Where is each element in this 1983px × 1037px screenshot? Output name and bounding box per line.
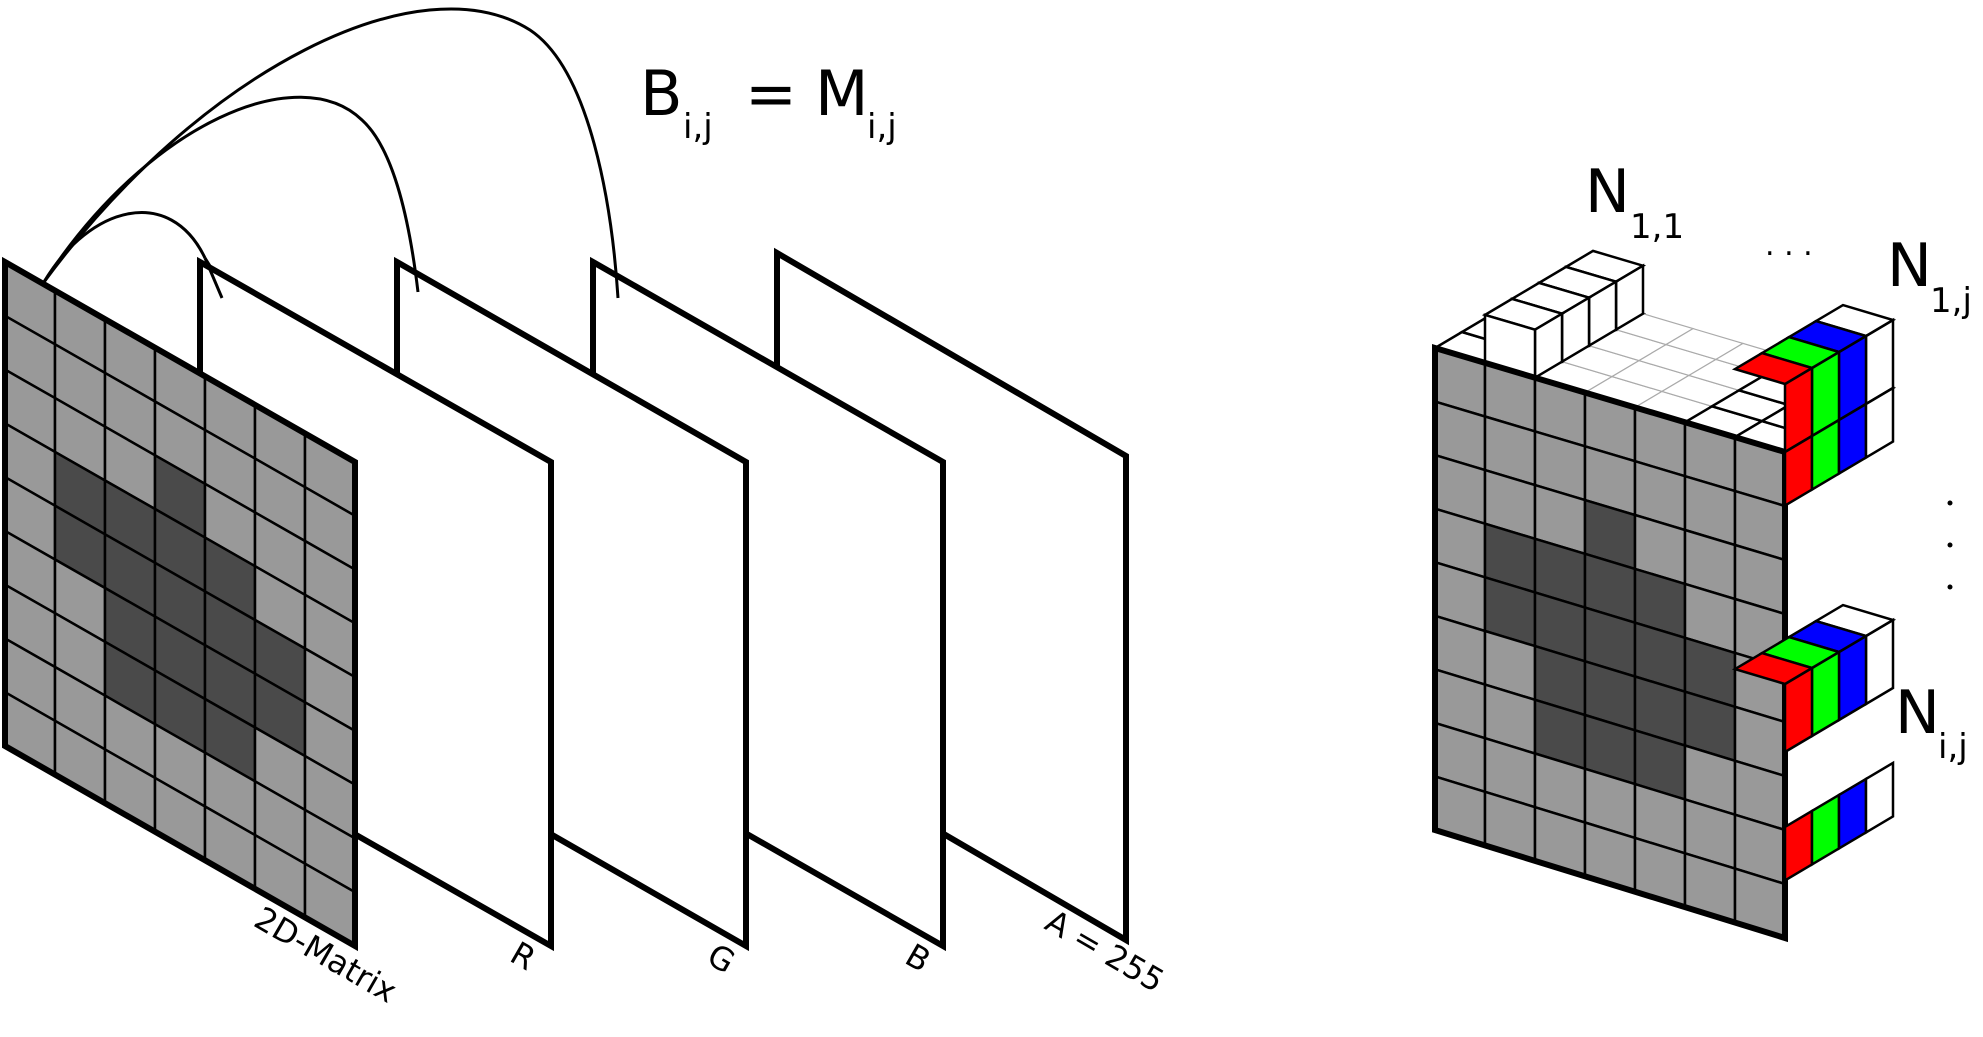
arc-tip-red (203, 257, 224, 299)
label-nij-subscript: i,j (1938, 727, 1968, 767)
label-n1j-subscript: 1,j (1930, 281, 1972, 321)
output-labels: N 1,1 . . . N 1,j N i,j (1585, 157, 1972, 767)
label-n11: N (1585, 157, 1630, 227)
matrix-cell-border (1, 256, 358, 952)
equation-equals: = (745, 57, 797, 130)
equation-rhs-subscript: i,j (867, 107, 897, 147)
output-cell-border (1432, 343, 1788, 943)
tr-edge-3 (1864, 385, 1895, 460)
arc-to-green (42, 95, 420, 293)
arc-to-blue (42, 7, 620, 299)
label-b: B (899, 936, 937, 980)
ellipsis-vertical (1947, 500, 1953, 590)
br-voxel-0-top (1731, 651, 1816, 686)
ellipsis-horizontal: . . . (1765, 228, 1813, 263)
label-n11-subscript: 1,1 (1630, 207, 1684, 247)
tr-voxel-0-top (1731, 351, 1816, 386)
br-edge-3 (1864, 760, 1895, 835)
equation-lhs-subscript: i,j (683, 107, 713, 147)
br-edge-1 (1810, 792, 1841, 867)
br-edge-2 (1837, 776, 1868, 851)
output-rgba-voxels (1731, 303, 1897, 883)
equation-lhs: B (640, 57, 683, 130)
br-edge-0 (1783, 808, 1814, 883)
label-n1j: N (1887, 231, 1932, 301)
output-front-grid (1432, 343, 1788, 943)
equation: B i,j = M i,j (640, 57, 897, 147)
equation-rhs: M (815, 57, 869, 130)
matrix-grid (1, 256, 358, 952)
label-nij: N (1895, 678, 1940, 748)
mapping-arcs (42, 7, 620, 299)
